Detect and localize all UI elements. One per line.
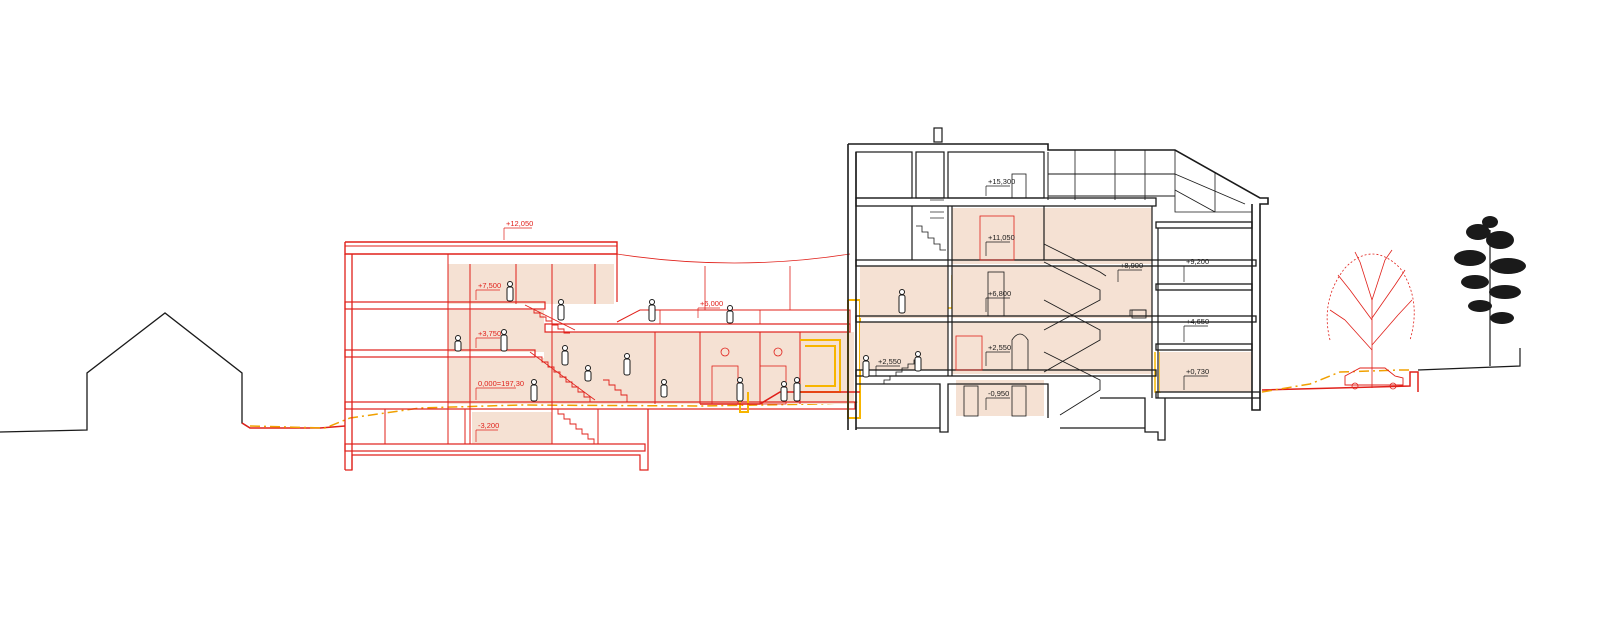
person-figure [454, 335, 462, 352]
person-figure [862, 355, 870, 378]
person-figure [623, 353, 631, 376]
level-label: +3,750 [478, 329, 501, 338]
level-marker: +12,050 [503, 219, 533, 240]
level-marker: +15,300 [985, 177, 1015, 196]
person-figure [898, 289, 906, 314]
level-label: +2,550 [988, 343, 1011, 352]
new-building-stairs [524, 304, 628, 444]
level-marker: +3,750 [475, 329, 501, 348]
level-label: +6,000 [700, 299, 723, 308]
level-label: -0,950 [988, 389, 1009, 398]
level-label: +2,550 [878, 357, 901, 366]
tree-black [1454, 216, 1526, 366]
level-marker: +6,800 [985, 289, 1011, 312]
level-label: +12,050 [506, 219, 533, 228]
level-marker: -3,200 [475, 421, 499, 442]
person-figure [914, 351, 922, 372]
tree-red [1326, 249, 1415, 388]
level-labels-existing-building: +15,300 +11,050 +8,900 +9,200 +6,800 +4,… [875, 177, 1209, 410]
car-outline [1344, 367, 1404, 390]
level-marker: +8,900 [1117, 261, 1143, 282]
level-marker: +9,200 [1183, 257, 1209, 282]
person-figure [793, 377, 801, 402]
level-label: +11,050 [988, 233, 1015, 242]
new-building-structure [344, 241, 856, 471]
level-marker: 0,000=197,30 [475, 379, 524, 400]
neighbour-house-outline [0, 312, 251, 433]
level-marker: +2,550 [985, 343, 1011, 366]
person-figure [726, 305, 734, 324]
level-label: +7,500 [478, 281, 501, 290]
level-marker: +4,650 [1183, 317, 1209, 342]
level-label: +15,300 [988, 177, 1015, 186]
person-figure [530, 379, 538, 402]
person-figure [584, 365, 592, 382]
person-figure [561, 345, 569, 366]
terrain-line-right [1261, 348, 1521, 393]
level-marker: +2,550 [875, 357, 901, 376]
person-figure [660, 379, 668, 398]
level-labels-new-building: +12,050 +7,500 +6,000 +3,750 0,000=197,3… [475, 219, 723, 442]
existing-building-stairs [878, 199, 1107, 416]
level-label: +8,900 [1120, 261, 1143, 270]
level-label: -3,200 [478, 421, 499, 430]
people-figures [454, 281, 922, 402]
level-label: +4,650 [1186, 317, 1209, 326]
level-marker: +6,000 [697, 299, 723, 318]
person-figure [500, 329, 508, 352]
level-label: +6,800 [988, 289, 1011, 298]
existing-building-interior-fill [860, 208, 1252, 416]
level-marker: +11,050 [985, 233, 1015, 256]
existing-building-structure [847, 127, 1269, 441]
level-marker: -0,950 [985, 389, 1010, 410]
person-figure [736, 377, 744, 402]
person-figure [506, 281, 514, 302]
level-marker: +0,730 [1183, 367, 1209, 390]
level-label: 0,000=197,30 [478, 379, 524, 388]
person-figure [780, 381, 788, 402]
person-figure [648, 299, 656, 322]
level-label: +9,200 [1186, 257, 1209, 266]
level-marker: +7,500 [475, 281, 501, 300]
person-figure [557, 299, 565, 321]
level-label: +0,730 [1186, 367, 1209, 376]
